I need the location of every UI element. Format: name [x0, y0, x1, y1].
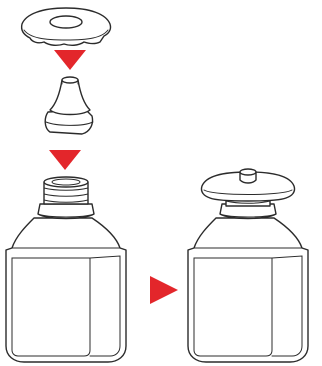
dropper-insert-icon [44, 76, 94, 135]
open-bottle-icon [5, 176, 127, 363]
arrow-down-icon-1 [54, 50, 86, 70]
arrow-right-icon [150, 276, 178, 304]
arrow-down-icon-2 [49, 150, 81, 170]
cap-icon [20, 7, 112, 47]
capped-bottle-icon [187, 168, 309, 363]
